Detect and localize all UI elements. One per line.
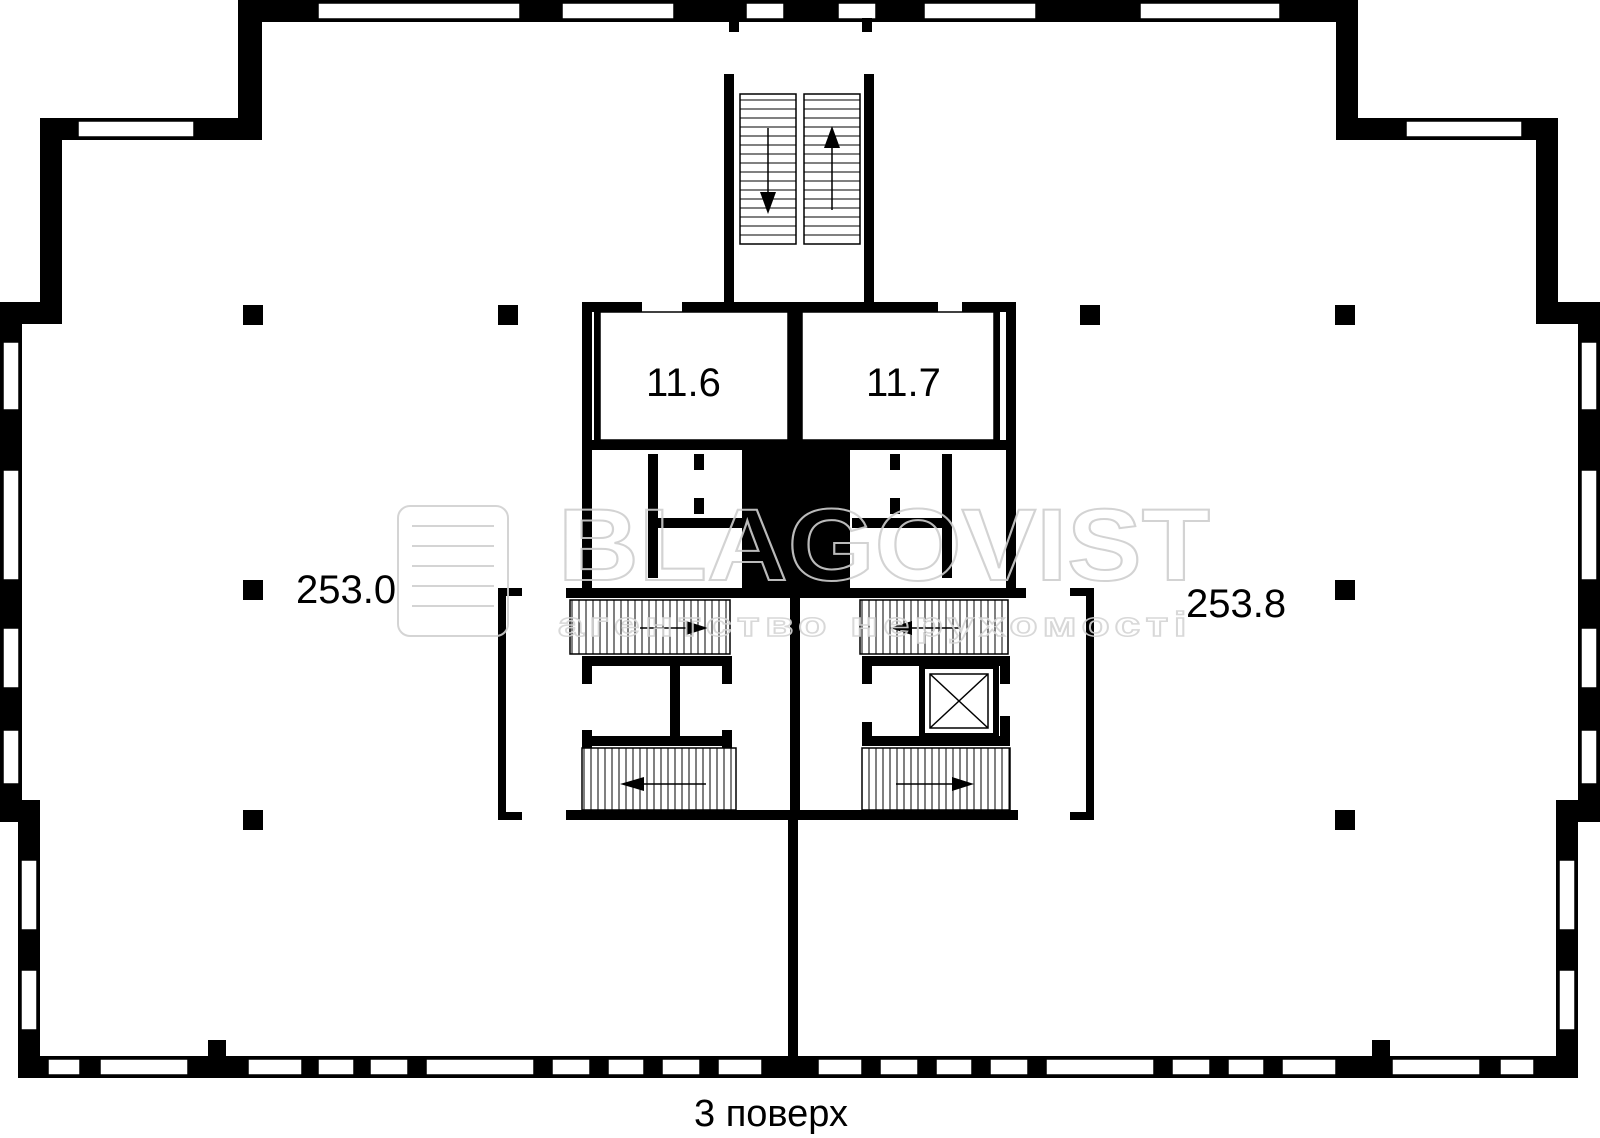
floor-label: 3 поверх — [694, 1093, 848, 1135]
windows — [2, 2, 1598, 1076]
wall-pilasters — [208, 1040, 1390, 1060]
stair-flight — [861, 747, 1011, 811]
stair-flight — [581, 747, 737, 811]
area-label-room-right-small: 11.7 — [866, 361, 941, 405]
watermark-tagline: агентство нерухомості — [558, 606, 1192, 644]
stair-flight — [569, 599, 731, 655]
area-label-left-office: 253.0 — [296, 568, 396, 612]
dividing-wall — [788, 815, 798, 1058]
watermark-brand: BLAGOVIST — [558, 488, 1210, 602]
top-stairwell — [724, 18, 874, 306]
watermark-logo-icon — [397, 505, 509, 637]
lower-stairs — [569, 599, 1011, 811]
elevator-shaft — [919, 663, 999, 739]
stair-flight — [859, 599, 1009, 655]
central-core-walls — [498, 302, 1094, 820]
small-room-outlines — [599, 311, 995, 441]
area-label-room-left-small: 11.6 — [646, 361, 721, 405]
watermark: BLAGOVIST агентство нерухомості — [397, 487, 1211, 645]
stair-arrows — [620, 621, 974, 791]
area-label-right-office: 253.8 — [1186, 582, 1286, 626]
structural-columns — [243, 305, 1355, 830]
